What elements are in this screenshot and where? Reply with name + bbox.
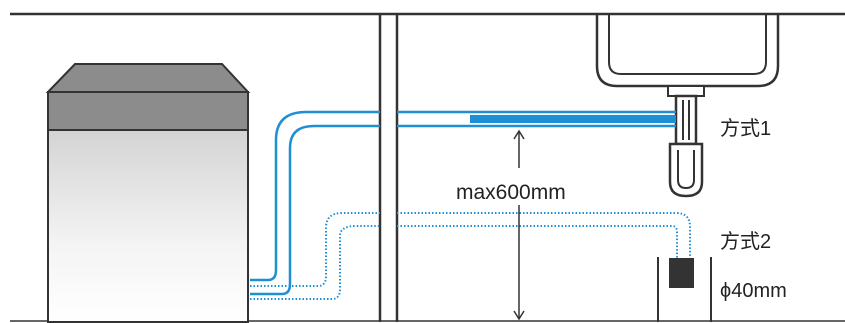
label-diameter: ϕ40mm <box>720 280 787 302</box>
drain-hose-method1-highlight <box>470 115 676 123</box>
p-trap-icon <box>667 85 705 198</box>
label-method2: 方式2 <box>720 230 771 253</box>
dishwasher-top <box>45 63 251 93</box>
height-dimension <box>513 129 525 321</box>
label-max-height: max600mm <box>456 181 566 204</box>
label-method1: 方式1 <box>720 117 771 140</box>
drain-standpipe-icon <box>657 257 712 322</box>
drain-hose-method1 <box>250 110 676 296</box>
dishwasher-body <box>47 129 249 323</box>
sink-basin-icon <box>595 14 780 88</box>
dishwasher-icon <box>45 63 251 323</box>
dishwasher-panel <box>47 91 249 131</box>
cabinet-divider <box>378 14 399 322</box>
drain-hose-method2 <box>250 212 691 300</box>
